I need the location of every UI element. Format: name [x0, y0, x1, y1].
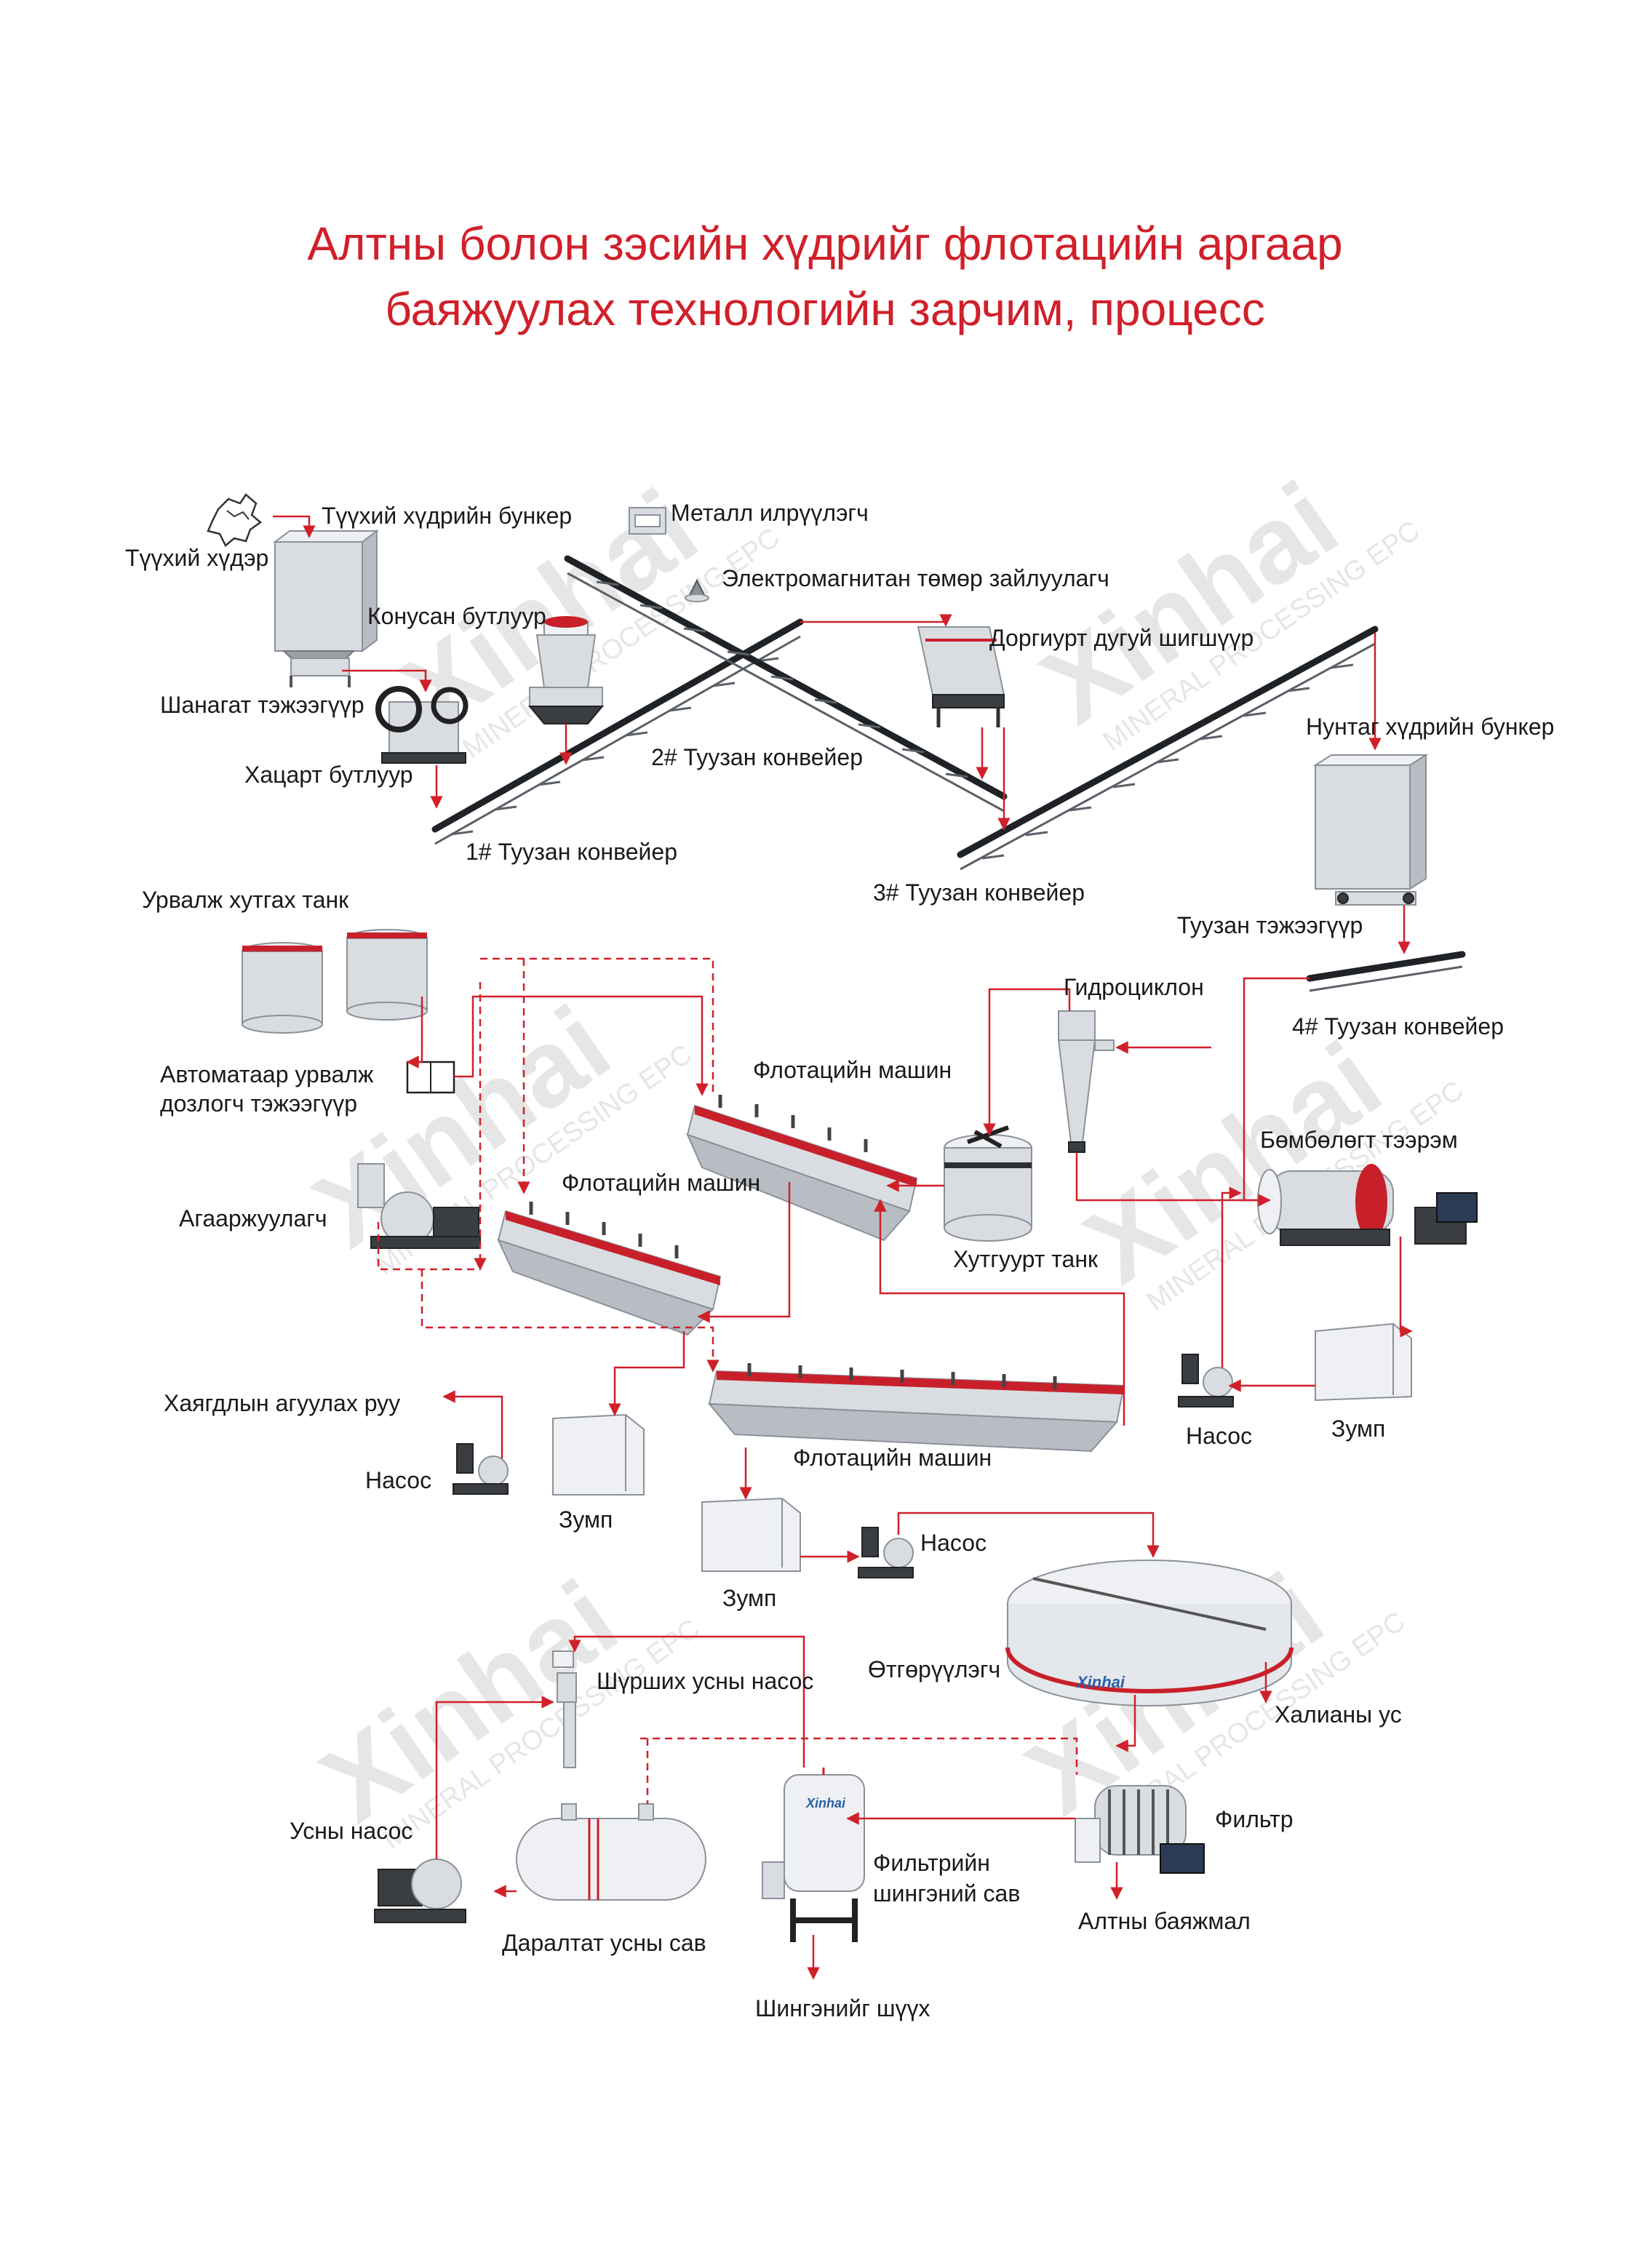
metal-detector-label: Металл илрүүлэгч: [671, 500, 869, 526]
labels: Түүхий хүдэр Түүхий хүдрийн бункер Метал…: [125, 500, 1554, 2021]
ball-mill-icon: [1257, 1164, 1478, 1246]
flotation-machine-bottom-label: Флотацийн машин: [793, 1445, 992, 1471]
grizzly-feeder-label: Шанагат тэжээгүүр: [160, 692, 364, 718]
page-title: Алтны болон зэсийн хүдрийг флотацийн арг…: [0, 211, 1650, 342]
reagent-tank-1-icon: [242, 942, 323, 1034]
belt-feeder-label: Туузан тэжээгүүр: [1177, 912, 1363, 938]
water-pump-label: Усны насос: [290, 1818, 412, 1844]
vacuum-pump-icon: [552, 1650, 577, 1768]
pump-right-icon: [1178, 1354, 1234, 1407]
raw-ore-bin-label: Түүхий хүдрийн бункер: [322, 503, 572, 529]
vacuum-pump-label: Шүрших усны насос: [597, 1668, 813, 1694]
metal-detector-icon: [629, 507, 666, 535]
thickener-icon: Xinhai: [1005, 1560, 1294, 1706]
pressure-water-tank-label: Даралтат усны сав: [502, 1930, 706, 1956]
auto-reagent-feeder-label-line-1: Автоматаар урвалж: [160, 1061, 374, 1087]
em-iron-remover-icon: [685, 578, 709, 602]
water-pump-icon: [374, 1858, 466, 1923]
auto-reagent-feeder-label-line-2: дозлогч тэжээгүүр: [160, 1090, 357, 1117]
to-tailings-dam-label: Хаягдлын агуулах руу: [164, 1390, 400, 1416]
belt-conveyor-4-icon: [1306, 951, 1466, 992]
filter-icon: [1075, 1785, 1205, 1874]
page-title-line-1: Алтны болон зэсийн хүдрийг флотацийн арг…: [307, 217, 1343, 270]
filtrate-tank-label-line-1: Фильтрийн: [873, 1850, 990, 1876]
jaw-crusher-label: Хацарт бутлуур: [244, 762, 413, 788]
sump-right-label: Зумп: [1331, 1415, 1385, 1442]
pressure-water-tank-icon: [516, 1803, 706, 1901]
flotation-machine-top-icon: [686, 1095, 918, 1242]
sump-center-icon: [701, 1497, 801, 1572]
sump-center-label: Зумп: [722, 1585, 776, 1611]
vibrating-screen-icon: [917, 626, 1005, 727]
gold-concentrate-label: Алтны баяжмал: [1078, 1908, 1251, 1934]
belt-conveyor-3-label: 3# Туузан конвейер: [873, 879, 1085, 906]
overflow-water-label: Халианы ус: [1275, 1701, 1402, 1728]
belt-conveyor-4-label: 4# Туузан конвейер: [1292, 1013, 1504, 1039]
cone-crusher-icon: [527, 616, 605, 724]
sump-left-icon: [552, 1413, 645, 1496]
filtrate-tank-icon: Xinhai: [762, 1768, 865, 1942]
grizzly-feeder-icon: [290, 658, 351, 687]
blower-label: Агааржуулагч: [179, 1205, 327, 1231]
thickener-label: Өтгөрүүлэгч: [868, 1656, 1000, 1682]
powder-ore-bin-icon: [1312, 754, 1429, 890]
filter-label: Фильтр: [1215, 1806, 1294, 1832]
jaw-crusher-icon: [375, 686, 469, 764]
flotation-machine-top-label: Флотацийн машин: [753, 1057, 952, 1083]
pump-right-label: Насос: [1186, 1423, 1252, 1449]
belt-conveyor-1-label: 1# Туузан конвейер: [466, 839, 677, 865]
drain-liquid-label: Шингэнийг шүүх: [755, 1995, 930, 2021]
em-iron-remover-label: Электромагнитан төмөр зайлуулагч: [722, 565, 1109, 591]
cone-crusher-label: Конусан бутлуур: [367, 603, 546, 629]
flotation-machine-mid-label: Флотацийн машин: [562, 1170, 760, 1196]
flotation-machine-bottom-icon: [707, 1363, 1125, 1453]
sump-right-icon: [1315, 1322, 1412, 1402]
belt-conveyor-3-icon: [957, 626, 1379, 871]
vibrating-screen-label: Доргиурт дугуй шигшүүр: [989, 625, 1254, 651]
raw-ore-icon: [207, 493, 263, 547]
air-lines: [377, 957, 1078, 1804]
hydrocyclone-label: Гидроциклон: [1064, 974, 1204, 1000]
belt-feeder-icon: [1335, 891, 1416, 906]
belt-conveyor-1-icon: [431, 618, 804, 845]
reagent-tank-label: Урвалж хутгах танк: [142, 887, 349, 913]
pump-center-icon: [858, 1527, 914, 1578]
agitation-tank-icon: [944, 1125, 1032, 1242]
belt-conveyor-2-icon: [564, 555, 1008, 812]
belt-conveyor-2-label: 2# Туузан конвейер: [651, 744, 863, 770]
agitation-tank-label: Хутгуурт танк: [953, 1246, 1099, 1272]
flotation-machine-mid-icon: [497, 1202, 722, 1336]
sump-left-label: Зумп: [559, 1506, 613, 1533]
raw-ore-bin-icon: [273, 530, 379, 670]
filtrate-tank-label-line-2: шингэний сав: [873, 1880, 1020, 1906]
auto-reagent-feeder-icon: [406, 1061, 455, 1094]
hydrocyclone-icon: [1057, 1010, 1115, 1153]
flow-lines: [273, 515, 1413, 1980]
pump-left-label: Насос: [365, 1467, 431, 1493]
blower-icon: [357, 1163, 481, 1249]
powder-ore-bin-label: Нунтаг хүдрийн бункер: [1306, 714, 1554, 740]
pump-left-icon: [453, 1443, 509, 1495]
raw-ore-label: Түүхий хүдэр: [125, 545, 268, 571]
thickener-brand-text: Xinhai: [1075, 1673, 1125, 1691]
page-title-line-2: баяжуулах технологийн зарчим, процесс: [385, 283, 1265, 335]
pump-center-label: Насос: [920, 1530, 987, 1556]
reagent-tank-2-icon: [346, 929, 428, 1021]
ball-mill-label: Бөмбөлөгт тээрэм: [1260, 1127, 1458, 1153]
filtrate-tank-brand-text: Xinhai: [805, 1796, 846, 1810]
